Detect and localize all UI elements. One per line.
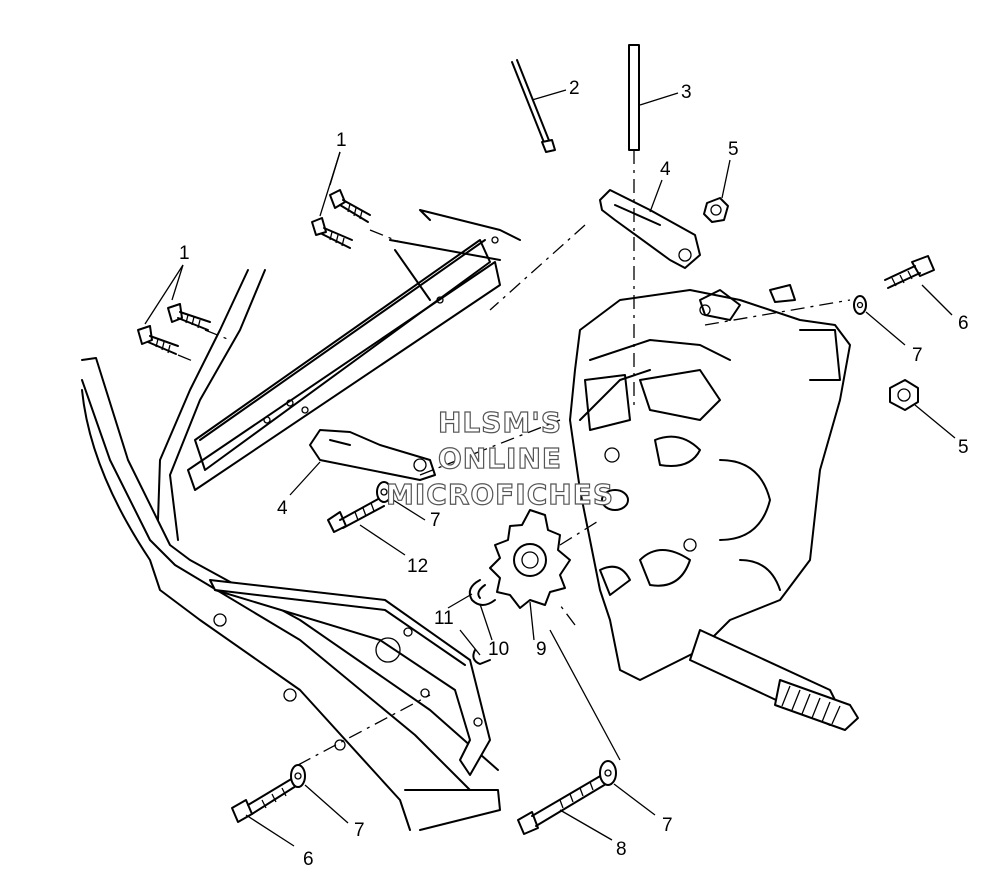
- bolt-1-top-b: [311, 217, 353, 249]
- bolt-2-long: [511, 59, 556, 153]
- nut-5-top: [703, 197, 729, 223]
- torque-arm-lower: [309, 429, 436, 481]
- watermark: HLSM'S ONLINE MICROFICHES: [385, 405, 614, 511]
- callout-5-right: 5: [958, 437, 969, 458]
- washer-7-bottom-right: [599, 760, 617, 786]
- callout-2: 2: [569, 78, 580, 99]
- callout-6-right: 6: [958, 313, 969, 334]
- bolt-1-top-a: [329, 189, 371, 223]
- callouts: 1 1 2 3 4 4 5 5 6 6 7 7 7 7 8 9 10 11 12: [179, 78, 969, 870]
- bolt-8: [517, 774, 607, 835]
- watermark-line-2: ONLINE: [438, 442, 562, 475]
- callout-12: 12: [407, 556, 428, 577]
- callout-5-top: 5: [728, 139, 739, 160]
- callout-4-left: 4: [277, 498, 288, 519]
- watermark-line-3: MICROFICHES: [386, 478, 614, 511]
- snap-ring: [468, 579, 496, 606]
- leader-lines: [144, 89, 956, 847]
- callout-3: 3: [681, 82, 692, 103]
- callout-7-bottom-left: 7: [354, 820, 365, 841]
- callout-8: 8: [616, 839, 627, 860]
- callout-7-mid: 7: [430, 510, 441, 531]
- side-plate: [209, 579, 491, 776]
- callout-7-right: 7: [912, 345, 923, 366]
- cross-member: [187, 239, 501, 491]
- clip: [472, 649, 491, 665]
- sprocket: [489, 509, 571, 609]
- bolt-6-right: [884, 255, 935, 289]
- washer-7-mid: [376, 481, 392, 503]
- bolt-12: [327, 497, 385, 533]
- washer-7-right: [853, 295, 867, 315]
- callout-6-bottom: 6: [303, 849, 314, 870]
- callout-7-bottom-right: 7: [662, 815, 673, 836]
- callout-10: 10: [488, 639, 509, 660]
- washer-7-bottom-left: [290, 764, 306, 788]
- rod-3: [628, 44, 640, 151]
- torque-arm-upper: [599, 189, 701, 269]
- watermark-line-1: HLSM'S: [438, 406, 562, 439]
- bolt-1-left-a: [167, 303, 211, 331]
- callout-11: 11: [434, 608, 454, 629]
- callout-1-top: 1: [336, 130, 347, 151]
- gearcase: [569, 284, 859, 731]
- callout-4-top: 4: [660, 159, 671, 180]
- callout-1-left: 1: [179, 243, 190, 264]
- bolt-6-bottom: [231, 777, 297, 823]
- bolt-1-left-b: [137, 325, 179, 355]
- callout-9: 9: [536, 639, 547, 660]
- frame-rail: [81, 209, 521, 831]
- nut-5-right: [889, 379, 919, 411]
- assembly-centerlines: [177, 150, 851, 766]
